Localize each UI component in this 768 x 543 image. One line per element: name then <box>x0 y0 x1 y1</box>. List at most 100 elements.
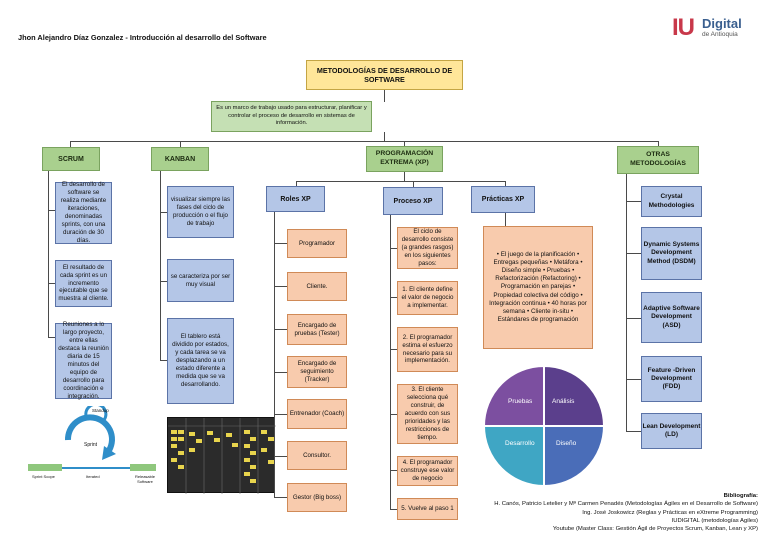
connector <box>413 181 414 187</box>
connector <box>296 181 297 186</box>
xp-process-header: Proceso XP <box>383 187 443 215</box>
bibliography-entry: Youtube (Master Class: Gestión Ágil de P… <box>552 526 758 533</box>
bibliography-entry: H. Canós, Patricio Letelier y Mª Carmen … <box>494 501 758 508</box>
kanban-header: KANBAN <box>151 147 209 171</box>
other-methodology: Dynamic Systems Development Method (DSDM… <box>641 227 702 280</box>
connector <box>404 141 405 146</box>
scrum-header: SCRUM <box>42 147 100 171</box>
connector <box>48 171 49 338</box>
connector <box>404 172 405 181</box>
xp-role: Programador <box>287 229 347 258</box>
connector <box>70 141 71 147</box>
connector <box>626 174 627 432</box>
connector <box>274 329 287 330</box>
connector <box>160 171 161 361</box>
logo-mark: IU <box>672 14 695 41</box>
sprint-scope-label: Sprint Scope <box>32 474 55 479</box>
xp-role: Gestor (Big boss) <box>287 483 347 512</box>
logo-name: Digital <box>702 16 742 31</box>
connector <box>626 253 641 254</box>
other-methodology: Lean Development (LD) <box>641 413 702 449</box>
connector <box>626 201 641 202</box>
connector <box>384 90 385 102</box>
kanban-item: El tablero está dividido por estados, y … <box>167 318 234 404</box>
connector <box>160 360 167 361</box>
connector <box>384 132 385 142</box>
connector <box>274 286 287 287</box>
standup-label: Standup <box>92 408 109 413</box>
connector <box>180 141 181 147</box>
xp-role: Entrenador (Coach) <box>287 399 347 429</box>
cycle-label-desarrollo: Desarrollo <box>505 440 535 447</box>
other-methodology: Feature -Driven Development (FDD) <box>641 356 702 402</box>
connector <box>505 181 506 186</box>
root-definition: Es un marco de trabajo usado para estruc… <box>211 101 372 132</box>
xp-role: Cliente. <box>287 272 347 301</box>
connector <box>160 281 167 282</box>
kanban-board-image <box>167 417 276 494</box>
cycle-segment-diseno <box>543 425 606 488</box>
connector <box>390 297 397 298</box>
connector <box>390 509 397 510</box>
xp-role: Encargado de seguimiento (Tracker) <box>287 356 347 388</box>
xp-process-step: 1. El cliente define el valor de negocio… <box>397 281 458 315</box>
author-title: Jhon Alejandro Díaz Gonzalez - Introducc… <box>18 33 267 42</box>
connector <box>626 318 641 319</box>
xp-role: Encargado de pruebas (Tester) <box>287 314 347 345</box>
cycle-label-analisis: Análisis <box>552 398 575 405</box>
scrum-item: El desarrollo de software se realiza med… <box>55 181 112 244</box>
xp-practices-list: • El juego de la planificación • Entrega… <box>483 226 593 349</box>
xp-process-step: 5. Vuelve al paso 1 <box>397 498 458 520</box>
kanban-item: visualizar siempre las fases del ciclo d… <box>167 186 234 238</box>
root-title: METODOLOGÍAS DE DESARROLLO DE SOFTWARE <box>306 60 463 90</box>
connector <box>390 414 397 415</box>
cycle-segment-desarrollo <box>482 425 545 488</box>
bibliography: Bibliografía: H. Canós, Patricio Letelie… <box>440 492 758 533</box>
xp-cycle-diagram: Pruebas Análisis Desarrollo Diseño <box>482 364 606 488</box>
xp-process-step: El ciclo de desarrollo consiste (a grand… <box>397 227 458 269</box>
connector <box>160 212 167 213</box>
connector <box>390 215 391 510</box>
releasable-label: Releasable Software <box>134 474 155 484</box>
connector <box>274 372 287 373</box>
scrum-item: El resultado de cada sprint es un increm… <box>55 260 112 307</box>
connector <box>274 243 287 244</box>
connector <box>48 337 55 338</box>
xp-process-step: 2. El programador estima el esfuerzo nec… <box>397 327 458 372</box>
xp-process-step: 3. El cliente selecciona qué construir, … <box>397 384 458 444</box>
scrum-process-diagram: Standup Sprint Sprint Scope Iterated Rel… <box>28 402 158 486</box>
kanban-item: se caracteriza por ser muy visual <box>167 259 234 302</box>
connector <box>274 414 287 415</box>
connector <box>274 212 275 498</box>
connector <box>390 349 397 350</box>
connector <box>626 379 641 380</box>
connector <box>390 248 397 249</box>
xp-header: PROGRAMACIÓN EXTREMA (XP) <box>366 146 443 172</box>
connector <box>70 141 658 142</box>
connector <box>390 470 397 471</box>
connector <box>296 181 506 182</box>
bibliography-entry: IUDIGITAL (metodologías Agiles) <box>671 517 758 524</box>
scrum-item: Reuniones a lo largo proyecto, entre ell… <box>55 321 112 400</box>
other-header: OTRAS METODOLOGÍAS <box>617 146 699 174</box>
cycle-label-pruebas: Pruebas <box>508 398 533 405</box>
bibliography-title: Bibliografía: <box>723 493 758 499</box>
iterated-label: Iterated <box>86 474 100 479</box>
bibliography-entry: Ing. José Joskowicz (Reglas y Prácticas … <box>582 509 758 516</box>
connector <box>274 497 287 498</box>
xp-process-step: 4. El programador construye ese valor de… <box>397 456 458 486</box>
connector <box>626 431 641 432</box>
cycle-label-diseno: Diseño <box>556 440 577 447</box>
connector <box>274 456 287 457</box>
other-methodology: Crystal Methodologies <box>641 186 702 217</box>
other-methodology: Adaptive Software Development (ASD) <box>641 292 702 343</box>
connector <box>48 210 55 211</box>
iu-digital-logo: IU Digital de Antioquia <box>672 14 754 44</box>
xp-role: Consultor. <box>287 441 347 470</box>
connector <box>658 141 659 146</box>
connector <box>48 283 55 284</box>
connector <box>505 213 506 226</box>
xp-practices-header: Prácticas XP <box>471 186 535 213</box>
sprint-label: Sprint <box>84 442 98 448</box>
xp-roles-header: Roles XP <box>266 186 325 212</box>
